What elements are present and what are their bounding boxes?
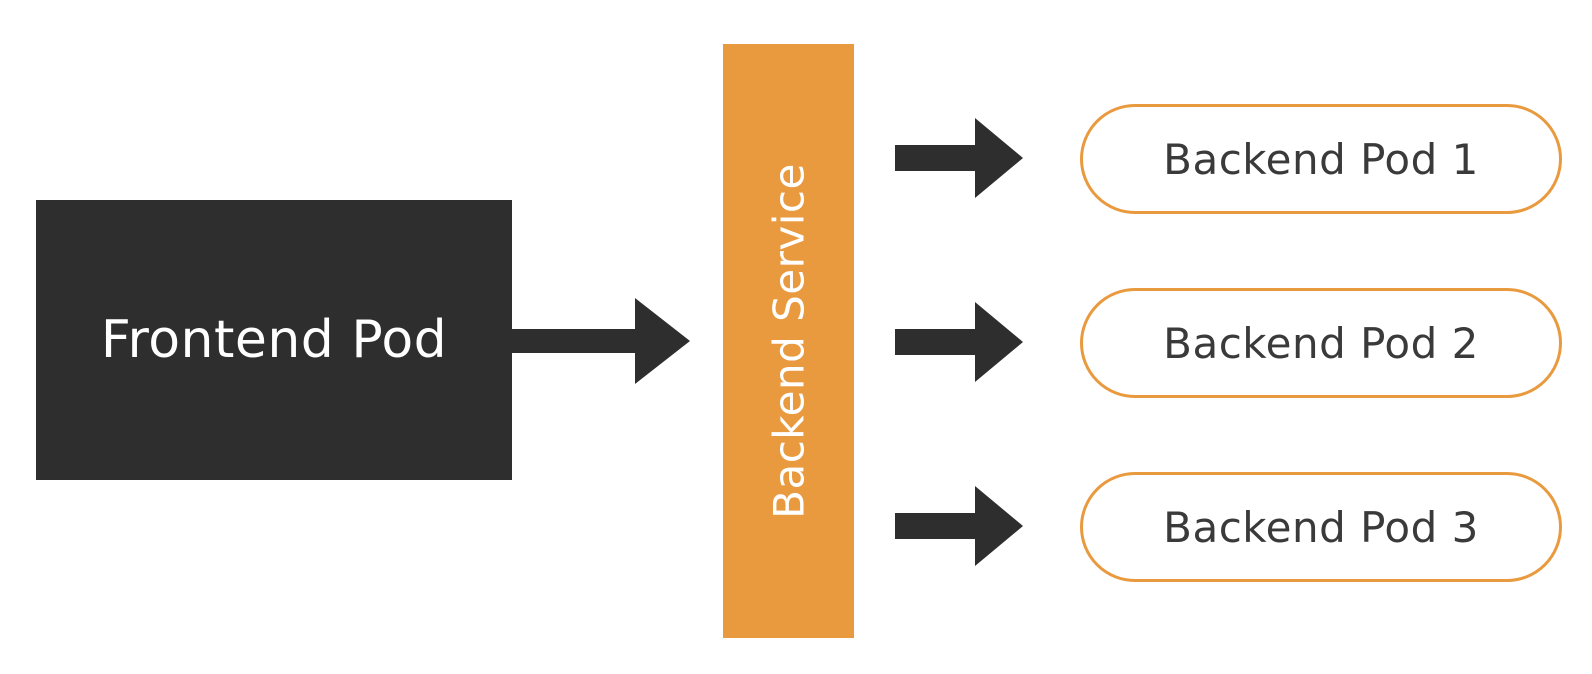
backend-service-label: Backend Service: [764, 163, 813, 519]
backend-pod-3-box: Backend Pod 3: [1080, 472, 1562, 582]
frontend-pod-box: Frontend Pod: [36, 200, 512, 480]
arrow-service-to-pod-1: [895, 118, 1023, 198]
backend-pod-1-box: Backend Pod 1: [1080, 104, 1562, 214]
arrow-service-to-pod-2: [895, 302, 1023, 382]
frontend-pod-label: Frontend Pod: [100, 310, 448, 370]
arrow-frontend-to-service: [512, 298, 690, 384]
backend-pod-2-label: Backend Pod 2: [1163, 318, 1479, 368]
backend-service-bar: Backend Service: [723, 44, 854, 638]
backend-pod-1-label: Backend Pod 1: [1163, 134, 1479, 184]
backend-pod-3-label: Backend Pod 3: [1163, 502, 1479, 552]
backend-pod-2-box: Backend Pod 2: [1080, 288, 1562, 398]
arrow-service-to-pod-3: [895, 486, 1023, 566]
